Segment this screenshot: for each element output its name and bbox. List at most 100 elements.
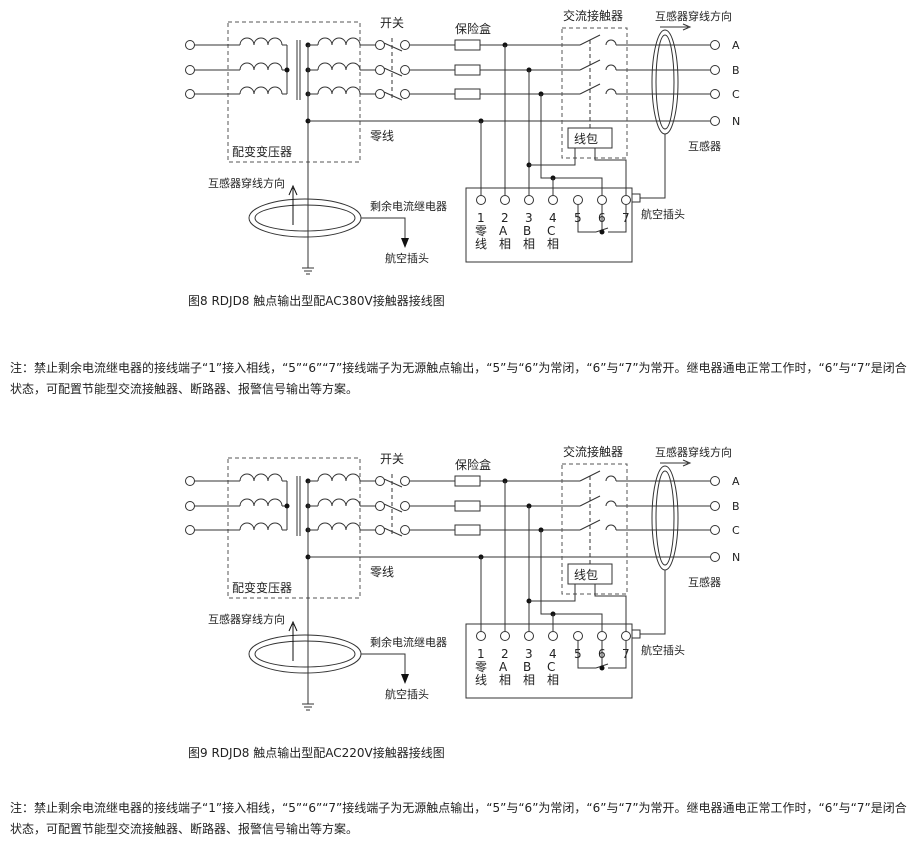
input-terminal-icon — [185, 476, 195, 486]
input-terminal-icon — [185, 525, 195, 535]
plug-label-bottom: 航空插头 — [385, 251, 429, 265]
relay-terminal-icon — [500, 195, 510, 205]
coil-winding-icon — [239, 86, 283, 95]
zero-sequence-ct-icon — [254, 640, 356, 668]
switch-terminal-icon — [375, 89, 385, 99]
relay-box — [465, 187, 633, 263]
fuse-box-label: 保险盒 — [455, 21, 491, 36]
wire — [529, 584, 576, 602]
relay-label: 剩余电流继电器 — [370, 199, 447, 213]
output-terminal-icon — [710, 501, 720, 511]
ct-direction-label-bottom: 互感器穿线方向 — [208, 612, 285, 626]
zero-sequence-ct-icon — [254, 204, 356, 232]
neutral-line-label: 零线 — [370, 129, 394, 143]
switch-blade — [383, 42, 403, 52]
phase_a-label: A — [732, 475, 740, 488]
switch-blade — [383, 527, 403, 537]
fuse-icon — [454, 39, 481, 51]
coil-winding-icon — [317, 498, 361, 507]
terminal-desc: 相 — [523, 237, 535, 251]
transformer-label: 配变变压器 — [232, 580, 292, 595]
relay-terminal-icon — [573, 631, 583, 641]
relay-box — [465, 623, 633, 699]
switch-label: 开关 — [380, 16, 404, 30]
terminal-desc: 相 — [547, 673, 559, 687]
relay-terminal-icon — [548, 195, 558, 205]
phase_a-label: A — [732, 39, 740, 52]
switch-blade — [383, 91, 403, 101]
transformer-label: 配变变压器 — [232, 144, 292, 159]
relay-lead — [361, 217, 406, 238]
relay-terminal-icon — [597, 631, 607, 641]
wire — [577, 205, 596, 233]
arrow-down-icon — [401, 238, 409, 248]
coil-winding-icon — [239, 522, 283, 531]
relay-terminal-icon — [524, 631, 534, 641]
input-terminal-icon — [185, 65, 195, 75]
relay-terminal-icon — [621, 631, 631, 641]
terminal-number: 3 — [525, 211, 533, 225]
output-terminal-icon — [710, 476, 720, 486]
figure-caption-fig9: 图9 RDJD8 触点输出型配AC220V接触器接线图 — [188, 746, 445, 760]
terminal-desc: 相 — [547, 237, 559, 251]
fuse-icon — [454, 475, 481, 487]
coil-winding-icon — [317, 86, 361, 95]
note-fig8: 注：禁止剩余电流继电器的接线端子“1”接入相线，“5”“6”“7”接线端子为无源… — [10, 361, 907, 396]
switch-blade — [383, 503, 403, 513]
input-terminal-icon — [185, 89, 195, 99]
relay-terminal-icon — [476, 195, 486, 205]
relay-terminal-icon — [621, 195, 631, 205]
coil-winding-icon — [239, 37, 283, 46]
terminal-desc: 相 — [523, 673, 535, 687]
fuse-icon — [454, 524, 481, 536]
terminal-desc: B — [523, 660, 531, 674]
current-transformer-icon — [655, 470, 675, 566]
contactor-contact-icon — [605, 524, 617, 531]
coil-winding-icon — [239, 498, 283, 507]
output-terminal-icon — [710, 65, 720, 75]
terminal-number: 1 — [477, 647, 485, 661]
wire — [594, 584, 627, 631]
junction-dot — [599, 229, 605, 235]
coil-box — [567, 563, 613, 585]
phase_b-label: B — [732, 64, 740, 77]
relay-lead — [361, 653, 406, 674]
switch-blade — [383, 67, 403, 77]
plug-label-right: 航空插头 — [641, 207, 685, 221]
relay-terminal-icon — [548, 631, 558, 641]
coil-box — [567, 127, 613, 149]
junction-dot — [284, 67, 290, 73]
relay-terminal-icon — [476, 631, 486, 641]
coil-winding-icon — [317, 37, 361, 46]
output-terminal-icon — [710, 552, 720, 562]
contactor-contact-icon — [605, 64, 617, 71]
terminal-desc: A — [499, 660, 508, 674]
terminal-number: 3 — [525, 647, 533, 661]
wire — [608, 641, 627, 669]
ct-label: 互感器 — [688, 576, 721, 589]
switch-terminal-icon — [375, 525, 385, 535]
phase_c-label: C — [732, 88, 740, 101]
terminal-desc: 零 — [475, 660, 487, 674]
terminal-desc: 零 — [475, 224, 487, 238]
switch-terminal-icon — [400, 40, 410, 50]
plug-icon — [631, 193, 641, 203]
neutral-label: N — [732, 551, 740, 564]
switch-label: 开关 — [380, 452, 404, 466]
coil-winding-icon — [239, 62, 283, 71]
terminal-desc: 相 — [499, 237, 511, 251]
wire — [577, 641, 596, 669]
coil-winding-icon — [317, 522, 361, 531]
coil-label: 线包 — [574, 568, 598, 582]
current-transformer-icon — [655, 34, 675, 130]
arrow-up-icon — [288, 620, 298, 661]
output-terminal-icon — [710, 116, 720, 126]
junction-dot — [599, 665, 605, 671]
wire — [608, 205, 627, 233]
junction-dot — [284, 503, 290, 509]
plug-icon — [631, 629, 641, 639]
switch-terminal-icon — [375, 40, 385, 50]
arrow-right-icon — [660, 459, 692, 467]
terminal-desc: 线 — [475, 673, 487, 687]
